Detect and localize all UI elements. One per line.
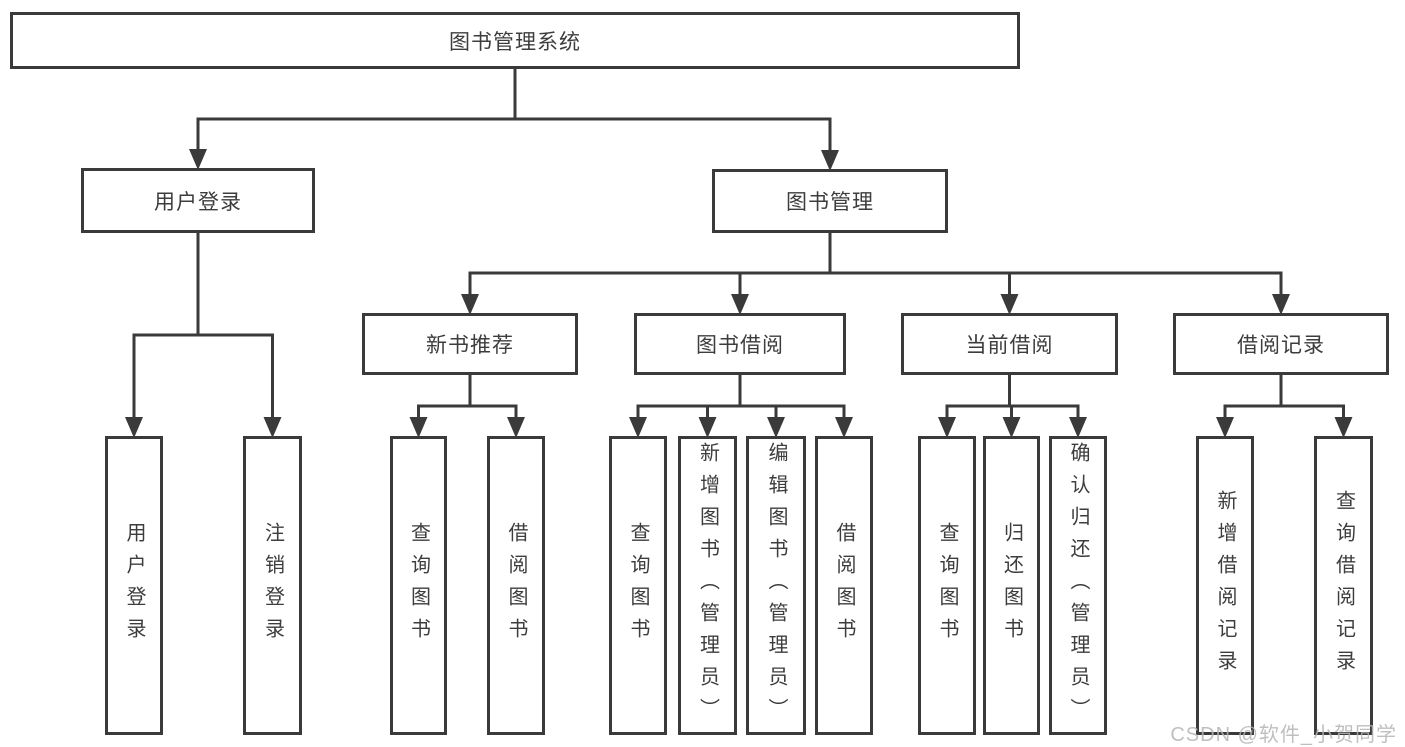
node-label: 新书推荐	[426, 334, 514, 357]
node-book-mgmt: 图书管理	[712, 169, 948, 233]
node-label: 查询借阅记录	[1332, 489, 1355, 682]
node-leaf-query-book-rec: 查询图书	[390, 436, 447, 735]
node-label: 新增图书（管理员）	[696, 441, 719, 730]
node-leaf-add-book: 新增图书（管理员）	[678, 436, 737, 735]
node-book-borrow: 图书借阅	[634, 313, 846, 375]
node-user-login: 用户登录	[81, 168, 315, 233]
arrowhead-icon	[1216, 417, 1234, 438]
node-leaf-query-book-bor: 查询图书	[609, 436, 667, 735]
node-current-borrow: 当前借阅	[901, 313, 1118, 375]
arrowhead-icon	[409, 417, 428, 438]
arrowhead-icon	[821, 150, 839, 171]
node-borrow-records: 借阅记录	[1173, 313, 1389, 375]
arrowhead-icon	[507, 417, 525, 438]
arrowhead-icon	[731, 294, 749, 315]
node-new-book-recommend: 新书推荐	[362, 313, 578, 375]
node-label: 当前借阅	[965, 334, 1054, 357]
arrowhead-icon	[189, 149, 207, 170]
arrowhead-icon	[629, 417, 647, 438]
node-label: 借阅图书	[505, 521, 527, 650]
node-label: 编辑图书（管理员）	[765, 441, 787, 730]
node-leaf-confirm-return: 确认归还（管理员）	[1049, 436, 1107, 735]
node-label: 用户登录	[123, 521, 145, 650]
node-label: 查询图书	[936, 521, 958, 650]
node-label: 借阅图书	[833, 521, 855, 650]
arrowhead-icon	[938, 417, 956, 438]
node-leaf-query-book-cur: 查询图书	[918, 436, 976, 735]
node-label: 注销登录	[261, 521, 284, 650]
node-label: 图书借阅	[696, 334, 784, 357]
node-leaf-user-login: 用户登录	[105, 436, 163, 735]
node-label: 新增借阅记录	[1214, 489, 1236, 682]
arrowhead-icon	[1334, 417, 1353, 438]
arrowhead-icon	[1000, 294, 1019, 315]
node-root: 图书管理系统	[10, 12, 1020, 69]
node-label: 查询图书	[407, 521, 430, 650]
arrowhead-icon	[767, 417, 785, 438]
arrowhead-icon	[461, 294, 479, 315]
node-leaf-return-book: 归还图书	[983, 436, 1040, 735]
node-leaf-borrow-book-rec: 借阅图书	[487, 436, 545, 735]
node-label: 借阅记录	[1237, 334, 1325, 357]
node-label: 用户登录	[154, 190, 242, 214]
arrowhead-icon	[1002, 417, 1021, 438]
watermark-text: CSDN @软件_小贺同学	[1170, 724, 1397, 746]
arrowhead-icon	[1069, 417, 1087, 438]
node-label: 图书管理	[786, 191, 874, 214]
arrowhead-icon	[263, 417, 282, 438]
node-leaf-edit-book: 编辑图书（管理员）	[746, 436, 806, 735]
arrowhead-icon	[125, 417, 143, 438]
node-label: 查询图书	[627, 521, 649, 650]
arrowhead-icon	[698, 417, 717, 438]
node-leaf-query-borrow-rec: 查询借阅记录	[1314, 436, 1373, 735]
node-leaf-add-borrow-rec: 新增借阅记录	[1196, 436, 1254, 735]
node-label: 图书管理系统	[449, 30, 581, 54]
arrowhead-icon	[1272, 294, 1290, 315]
arrowhead-icon	[835, 417, 853, 438]
node-leaf-borrow-book: 借阅图书	[815, 436, 873, 735]
node-label: 归还图书	[1000, 521, 1023, 650]
node-label: 确认归还（管理员）	[1067, 441, 1089, 730]
node-leaf-logout: 注销登录	[243, 436, 302, 735]
